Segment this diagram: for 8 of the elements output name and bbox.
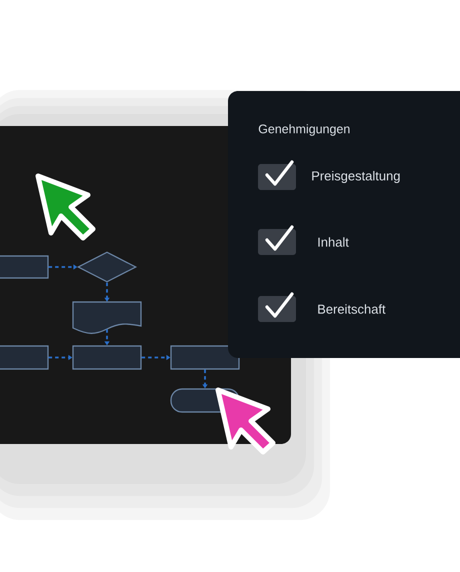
- process-box: [0, 255, 49, 279]
- process-box: [170, 345, 240, 370]
- checkbox-label: Inhalt: [318, 237, 349, 247]
- checkbox-label: Bereitschaft: [318, 304, 386, 314]
- process-box: [72, 345, 142, 370]
- process-box: [0, 345, 49, 370]
- panel-title: Genehmigungen: [258, 124, 350, 136]
- checkbox-label: Preisgestaltung: [312, 170, 400, 184]
